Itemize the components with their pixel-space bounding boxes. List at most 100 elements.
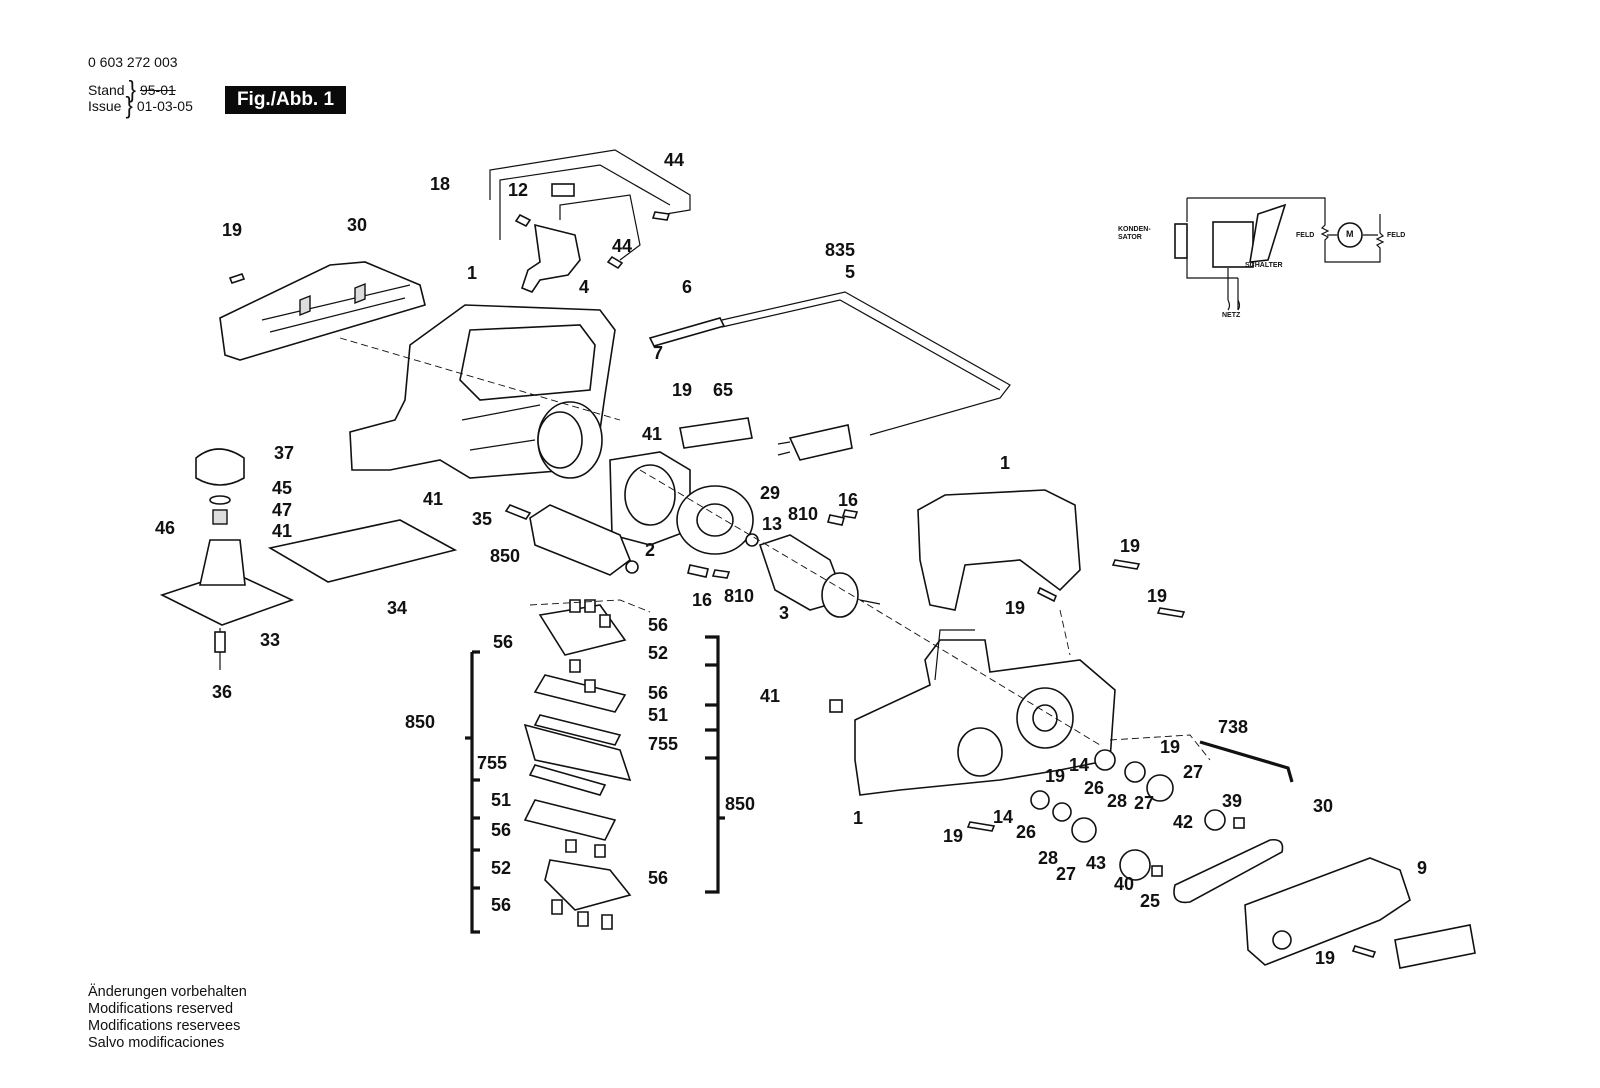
callout-p26b: 26 (1016, 822, 1037, 842)
carbon-brush-810 (826, 514, 846, 526)
washer-28 (1071, 817, 1097, 843)
washer-45 (209, 495, 231, 505)
clamp-52 (544, 859, 632, 911)
blade-assembly (465, 599, 725, 934)
callout-p4: 4 (579, 277, 590, 297)
footer-line: Modifications reservees (88, 1018, 241, 1034)
footer-line: Salvo modificaciones (88, 1035, 225, 1051)
knob-37 (195, 448, 245, 486)
callout-p755b: 755 (477, 753, 508, 773)
schematic-field-left-label: FELD (1296, 232, 1315, 239)
callout-p51a: 51 (648, 705, 669, 725)
wiring-harness (489, 149, 691, 293)
callout-p19f: 19 (1160, 737, 1181, 757)
callout-p19i: 19 (1315, 948, 1336, 968)
callout-p44a: 44 (664, 150, 685, 170)
schematic-switch-label: SCHALTER (1245, 262, 1283, 269)
callout-p28b: 28 (1038, 848, 1059, 868)
washer-28 (1146, 774, 1174, 802)
callout-p26a: 26 (1084, 778, 1105, 798)
callout-p19c: 19 (1120, 536, 1141, 556)
schematic-capacitor-label: KONDEN- SATOR (1118, 226, 1151, 241)
callout-p39: 39 (1222, 791, 1243, 811)
issue-label: Issue (88, 98, 122, 114)
callout-p41d: 41 (760, 686, 781, 706)
callout-p44b: 44 (612, 236, 633, 256)
callout-p19b: 19 (672, 380, 693, 400)
drive-belt-25 (1173, 838, 1284, 904)
callout-p56f: 56 (491, 895, 512, 915)
pulley-42 (1204, 809, 1226, 831)
stand-issue-block: Stand } 95-01 Issue } 01-03-05 (88, 75, 193, 117)
connector-12 (551, 183, 575, 197)
label-plate-65 (679, 417, 753, 449)
callout-p65: 65 (713, 380, 734, 400)
callout-p18: 18 (430, 174, 451, 194)
screw-19 (1351, 945, 1377, 958)
callout-p738: 738 (1218, 717, 1249, 737)
callout-p51b: 51 (491, 790, 512, 810)
callout-p3: 3 (779, 603, 790, 623)
footer-notice: Änderungen vorbehalten Modifications res… (88, 984, 247, 1052)
callout-p810b: 810 (724, 586, 755, 606)
callout-p56d: 56 (491, 820, 512, 840)
callout-p41b: 41 (272, 521, 293, 541)
belt-cover-30 (219, 261, 426, 361)
callout-p28a: 28 (1107, 791, 1128, 811)
strain-relief-6 (648, 317, 726, 347)
callout-p56b: 56 (493, 632, 514, 652)
callout-p30b: 30 (1313, 796, 1334, 816)
document-number: 0 603 272 003 (88, 54, 178, 70)
handle-1 (917, 489, 1081, 611)
callout-p810a: 810 (788, 504, 819, 524)
washer-26 (1124, 761, 1146, 783)
callout-p36: 36 (212, 682, 233, 702)
clamp-52 (538, 604, 627, 656)
callout-p19d: 19 (1005, 598, 1026, 618)
callout-p16a: 16 (838, 490, 859, 510)
capacitor-symbol (1174, 223, 1188, 259)
stand-label: Stand (88, 82, 125, 98)
stand-date-struck: 95-01 (139, 82, 176, 98)
footer-line: Änderungen vorbehalten (88, 984, 247, 1000)
housing-right-1 (854, 489, 1116, 796)
nut-41 (829, 699, 843, 713)
callout-p19a: 19 (222, 220, 243, 240)
callout-p41c: 41 (423, 489, 444, 509)
housing-left-1 (349, 304, 616, 479)
schematic-field-right-label: FELD (1387, 232, 1406, 239)
callout-p35: 35 (472, 509, 493, 529)
callout-p45: 45 (272, 478, 293, 498)
nut-40 (1151, 865, 1163, 877)
fan-baffle-29 (676, 485, 754, 555)
armature-3 (745, 533, 881, 618)
callout-p5: 5 (845, 262, 856, 282)
wiring-schematic (1174, 197, 1385, 311)
callout-p2: 2 (645, 540, 656, 560)
callout-p56c: 56 (648, 683, 669, 703)
brace-icon: } (128, 75, 136, 104)
screw-19 (1111, 559, 1141, 570)
callout-p850a: 850 (490, 546, 521, 566)
callout-p56e: 56 (648, 868, 669, 888)
callout-p27c: 27 (1056, 864, 1077, 884)
callout-p43: 43 (1086, 853, 1107, 873)
callout-p13: 13 (762, 514, 783, 534)
callout-p40: 40 (1114, 874, 1135, 894)
switch-symbol (1249, 203, 1287, 263)
depth-knob-assembly (159, 448, 295, 670)
plate-34 (267, 519, 458, 583)
stator-2 (609, 451, 691, 546)
callout-p14b: 14 (993, 807, 1014, 827)
screw-19 (228, 273, 246, 284)
bearing-14 (1094, 749, 1116, 771)
callout-p29: 29 (760, 483, 781, 503)
callout-p14a: 14 (1069, 755, 1090, 775)
callout-p7: 7 (653, 343, 664, 363)
screw-19 (1036, 586, 1058, 603)
pulley-43 (1119, 849, 1151, 881)
callout-p19e: 19 (1147, 586, 1168, 606)
callout-p37: 37 (274, 443, 295, 463)
blade-51 (533, 674, 627, 713)
brush-holder-16 (841, 509, 859, 519)
